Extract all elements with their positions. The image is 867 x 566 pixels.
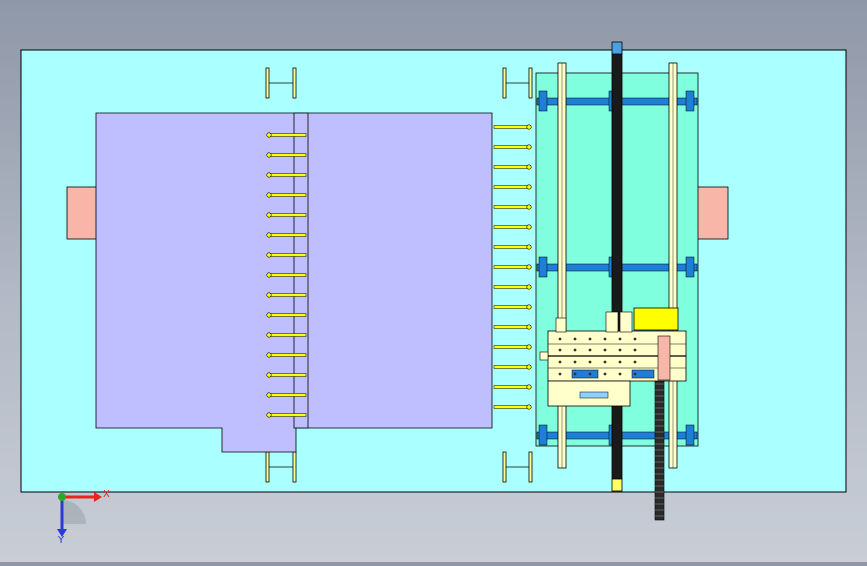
pin	[266, 352, 307, 358]
carriage-assembly[interactable]	[539, 311, 687, 382]
pin-column-left	[266, 132, 307, 418]
pin	[493, 324, 532, 330]
carriage-stud	[618, 337, 622, 341]
carriage-stud	[588, 360, 592, 364]
pin	[493, 224, 532, 230]
pin	[493, 344, 532, 350]
carriage-pink-guide[interactable]	[657, 335, 671, 381]
h-bracket-bottom-right[interactable]	[502, 451, 533, 483]
pin	[493, 404, 532, 410]
triad-y-label: Y	[57, 535, 65, 546]
pin	[266, 332, 307, 338]
pin	[266, 152, 307, 158]
carriage-stud	[603, 348, 607, 352]
pin	[266, 252, 307, 258]
carriage-stud	[588, 372, 592, 376]
pin	[493, 304, 532, 310]
pin	[266, 172, 307, 178]
drive-column[interactable]	[611, 52, 623, 480]
carriage-stud	[618, 372, 622, 376]
cable-chain-links	[655, 383, 664, 517]
pin	[266, 292, 307, 298]
pin	[493, 204, 532, 210]
carriage-stud	[573, 372, 577, 376]
pin	[266, 192, 307, 198]
pin	[266, 232, 307, 238]
pin	[493, 384, 532, 390]
pin	[493, 164, 532, 170]
carriage-stud	[633, 360, 637, 364]
pin-column-right	[493, 124, 532, 410]
carriage-stud	[618, 360, 622, 364]
fixture-center-strip[interactable]	[293, 112, 309, 429]
pin	[493, 244, 532, 250]
pin	[266, 372, 307, 378]
pin	[493, 124, 532, 130]
pin	[266, 312, 307, 318]
carriage-stud	[603, 360, 607, 364]
carriage-stud	[603, 337, 607, 341]
carriage-stud	[558, 348, 562, 352]
carriage-stud	[558, 360, 562, 364]
carriage-stud	[588, 337, 592, 341]
carriage-stud	[618, 348, 622, 352]
drive-column-top-cap[interactable]	[611, 41, 623, 55]
pin	[266, 412, 307, 418]
pin	[493, 284, 532, 290]
pin	[266, 272, 307, 278]
pin	[493, 264, 532, 270]
carriage-stud	[573, 337, 577, 341]
pin	[493, 144, 532, 150]
carriage-stud	[633, 348, 637, 352]
pin	[266, 392, 307, 398]
h-bracket-top-left[interactable]	[265, 67, 297, 99]
carriage-stud	[573, 348, 577, 352]
pin	[493, 364, 532, 370]
carriage-stud	[558, 337, 562, 341]
pin	[266, 212, 307, 218]
carriage-stud	[558, 372, 562, 376]
pin	[493, 184, 532, 190]
coordinate-triad-icon: X Y	[57, 489, 110, 546]
drive-column-bottom-cap[interactable]	[611, 478, 623, 492]
carriage-stud	[633, 337, 637, 341]
h-bracket-top-right[interactable]	[502, 67, 533, 99]
carriage-stud	[588, 348, 592, 352]
carriage-stud	[573, 360, 577, 364]
carriage-lower-plate[interactable]	[547, 380, 631, 407]
motor-block[interactable]	[633, 307, 679, 331]
carriage-studs	[558, 337, 637, 376]
pin	[266, 132, 307, 138]
triad-x-label: X	[103, 489, 110, 500]
carriage-stud	[633, 372, 637, 376]
carriage-stud	[603, 372, 607, 376]
